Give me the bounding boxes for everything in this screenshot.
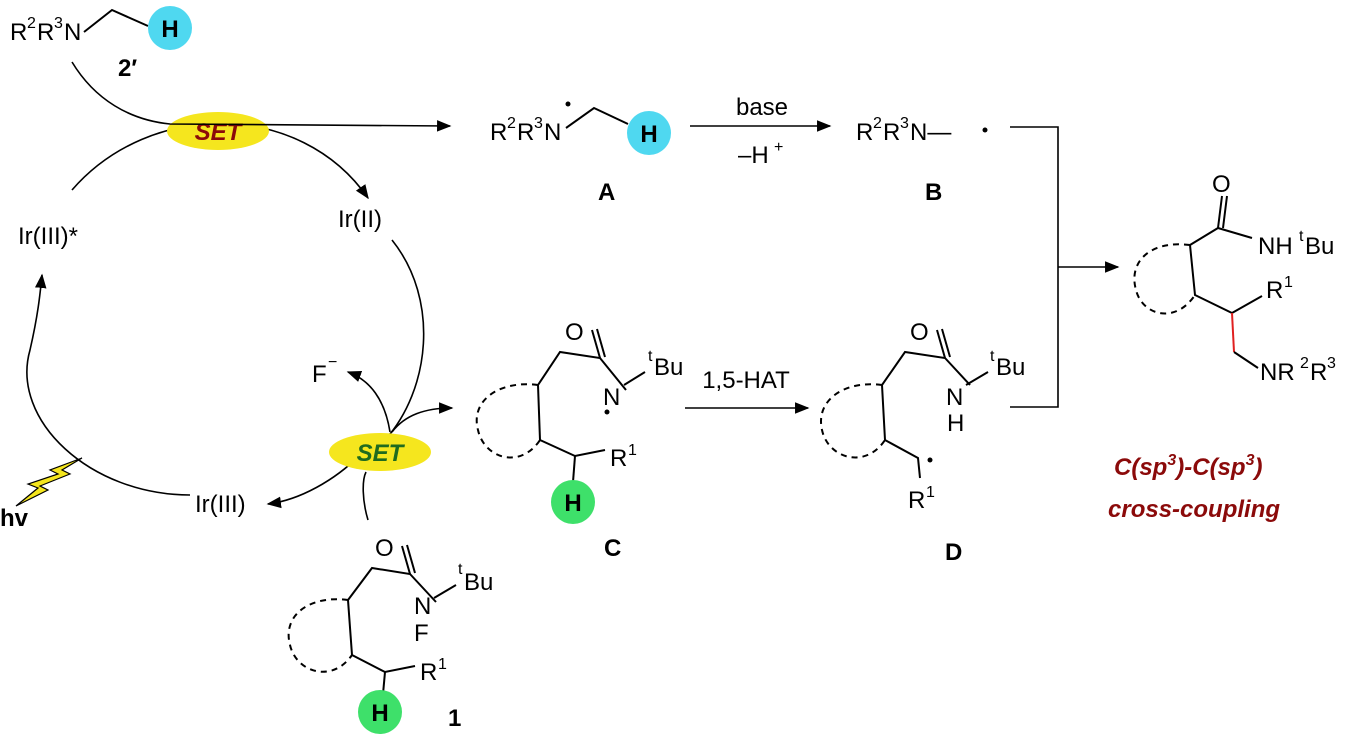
minus-h-charge: + xyxy=(774,139,783,156)
amine-2-h-circle xyxy=(148,6,192,50)
svg-text:R: R xyxy=(517,119,534,146)
base-label: base xyxy=(736,94,788,121)
intermediate-d: O N H t Bu R 1 D xyxy=(819,319,1025,566)
svg-text:R: R xyxy=(420,659,437,686)
svg-text:3: 3 xyxy=(534,115,543,132)
intermediate-c-label: C xyxy=(604,535,621,562)
substrate-1: O N t Bu F R 1 H 1 xyxy=(287,535,493,734)
svg-text:t: t xyxy=(648,348,653,365)
svg-text:R: R xyxy=(883,119,900,146)
svg-text:H: H xyxy=(371,700,388,727)
ir-excited-label: Ir(III)* xyxy=(18,223,78,250)
svg-text:O: O xyxy=(375,535,394,562)
svg-text:2: 2 xyxy=(1300,355,1309,372)
minus-h-label: –H xyxy=(738,142,769,169)
amine-2-r3: R xyxy=(37,19,54,46)
svg-text:H: H xyxy=(640,121,657,148)
intermediate-c-h-circle xyxy=(551,480,595,524)
svg-text:R: R xyxy=(1266,277,1283,304)
set-bottom-highlight xyxy=(329,433,431,471)
svg-text:Bu: Bu xyxy=(654,354,683,381)
svg-text:2: 2 xyxy=(507,115,516,132)
set-bottom-label: SET xyxy=(357,440,406,467)
svg-text:Bu: Bu xyxy=(1305,233,1334,260)
amine-feed-arc xyxy=(71,61,452,132)
amine-2-r2: R xyxy=(10,19,27,46)
svg-text:R: R xyxy=(1310,359,1327,386)
radical-b: R 2 R 3 N— B xyxy=(856,115,988,206)
amine-2prime: R 2 R 3 N H 2′ xyxy=(10,6,192,82)
lightning-icon xyxy=(15,457,83,507)
cycle-arc-right xyxy=(384,239,425,441)
ir-reduced-label: Ir(II) xyxy=(338,206,382,233)
cycle-arc-left xyxy=(26,273,191,496)
svg-text:t: t xyxy=(1299,228,1304,245)
substrate-1-h-circle xyxy=(358,690,402,734)
to-intermediate-c-arrow xyxy=(391,402,454,433)
svg-text:Bu: Bu xyxy=(996,354,1025,381)
svg-text:1: 1 xyxy=(1284,274,1293,291)
svg-text:N: N xyxy=(414,593,431,620)
intermediate-c: O N t Bu R 1 H C xyxy=(475,319,683,562)
svg-text:N: N xyxy=(946,384,963,411)
svg-text:R: R xyxy=(856,119,873,146)
svg-text:F: F xyxy=(414,620,429,647)
amine-2-h: H xyxy=(161,16,178,43)
set-top-label: SET xyxy=(195,119,244,146)
svg-text:NH: NH xyxy=(1258,233,1293,260)
svg-text:H: H xyxy=(564,490,581,517)
svg-text:N: N xyxy=(544,119,561,146)
ir-ground-label: Ir(III) xyxy=(195,491,246,518)
fluoride-charge: − xyxy=(328,354,337,371)
svg-text:O: O xyxy=(910,319,929,346)
radical-a: R 2 R 3 N H A xyxy=(490,101,671,206)
amine-2-sup3: 3 xyxy=(54,15,63,32)
svg-text:O: O xyxy=(565,319,584,346)
fluoride-label: F xyxy=(312,361,327,388)
svg-text:cross-coupling: cross-coupling xyxy=(1108,496,1280,523)
svg-text:O: O xyxy=(1212,171,1231,198)
svg-text:R: R xyxy=(490,119,507,146)
set-top-highlight xyxy=(167,112,269,150)
intermediate-d-label: D xyxy=(945,539,962,566)
svg-text:R: R xyxy=(610,445,627,472)
svg-text:Bu: Bu xyxy=(464,569,493,596)
svg-text:t: t xyxy=(458,561,463,578)
svg-text:1: 1 xyxy=(438,656,447,673)
product: O NH t Bu R 1 NR 2 R 3 xyxy=(1133,171,1336,386)
hat-label: 1,5-HAT xyxy=(702,367,790,394)
svg-text:1: 1 xyxy=(926,484,935,501)
radical-a-h-circle xyxy=(627,111,671,155)
svg-text:C(sp3)-C(sp3): C(sp3)-C(sp3) xyxy=(1114,452,1262,481)
svg-text:2: 2 xyxy=(873,115,882,132)
cross-coupling-caption: C(sp3)-C(sp3) cross-coupling xyxy=(1108,452,1280,523)
svg-text:N: N xyxy=(603,384,620,411)
fluoride-release-arrow xyxy=(346,371,391,433)
substrate-feed-arc xyxy=(362,471,369,521)
substrate-1-label: 1 xyxy=(448,705,461,732)
svg-text:1: 1 xyxy=(628,442,637,459)
radical-a-label: A xyxy=(598,179,615,206)
amine-2-sup2: 2 xyxy=(27,15,36,32)
svg-text:H: H xyxy=(947,410,964,437)
svg-text:R: R xyxy=(908,487,925,514)
svg-text:t: t xyxy=(990,348,995,365)
svg-text:3: 3 xyxy=(900,115,909,132)
svg-text:3: 3 xyxy=(1327,355,1336,372)
light-label: hv xyxy=(0,505,29,532)
radical-b-label: B xyxy=(925,179,942,206)
amine-2-label: 2′ xyxy=(118,55,137,82)
svg-text:N—: N— xyxy=(910,119,951,146)
svg-text:NR: NR xyxy=(1260,359,1295,386)
amine-2-n: N xyxy=(64,19,81,46)
new-cc-bond xyxy=(1231,312,1235,353)
